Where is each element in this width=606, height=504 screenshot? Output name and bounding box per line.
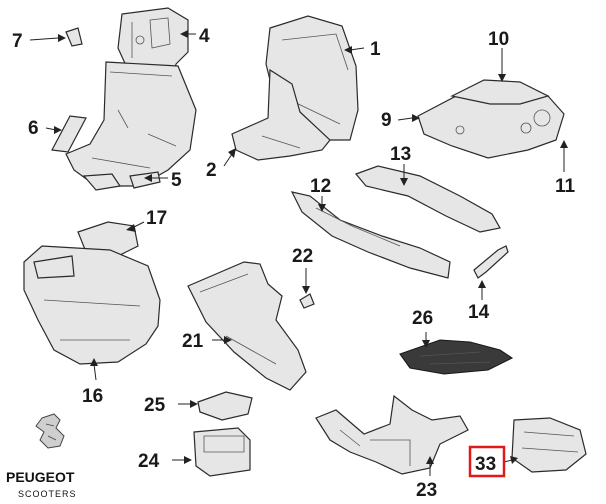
label-6: 6 (28, 118, 39, 139)
part-22-clip[interactable] (299, 293, 315, 309)
label-7: 7 (12, 31, 23, 52)
part-21-rear-inner-panel[interactable] (187, 261, 307, 391)
part-2-lower-apron[interactable] (231, 68, 331, 161)
leader-lines (29, 30, 568, 476)
part-5-inner-body[interactable] (65, 61, 197, 191)
part-number-labels: 7 4 1 10 6 9 2 5 11 13 12 17 22 14 26 21… (12, 26, 576, 501)
label-25: 25 (144, 395, 166, 416)
label-22: 22 (292, 246, 313, 267)
label-17: 17 (146, 208, 167, 229)
label-12: 12 (310, 176, 331, 197)
label-21: 21 (182, 331, 204, 352)
part-13-side-rail[interactable] (354, 165, 501, 233)
part-12-side-panel[interactable] (290, 191, 451, 279)
part-14-trim-strip[interactable] (473, 245, 509, 279)
highlight-box-33 (468, 445, 506, 478)
label-26: 26 (412, 308, 433, 329)
part-26-floor-mat[interactable] (399, 339, 514, 375)
label-24: 24 (138, 451, 160, 472)
part-33-under-tray[interactable] (511, 417, 587, 473)
label-5: 5 (171, 170, 182, 191)
label-16: 16 (82, 386, 103, 407)
label-1: 1 (370, 39, 381, 60)
label-14: 14 (468, 302, 490, 323)
part-25-plate[interactable] (197, 391, 253, 421)
part-16-helmet-box[interactable] (23, 245, 161, 365)
brand-name: PEUGEOT (6, 469, 75, 485)
part-24-battery-box[interactable] (193, 427, 251, 477)
part-10-handlebar-cover-top[interactable] (450, 79, 550, 105)
label-9: 9 (381, 110, 392, 131)
peugeot-lion-logo (35, 413, 65, 449)
brand-tagline: SCOOTERS (18, 489, 77, 499)
part-6-pad[interactable] (51, 115, 87, 153)
label-10: 10 (488, 29, 509, 50)
label-2: 2 (206, 160, 217, 181)
label-13: 13 (390, 144, 411, 165)
label-4: 4 (199, 26, 210, 47)
label-11: 11 (555, 176, 576, 197)
part-23-floor-board[interactable] (315, 394, 469, 475)
part-7-clip[interactable] (65, 27, 83, 47)
label-33: 33 (475, 454, 496, 475)
label-23: 23 (416, 480, 437, 501)
